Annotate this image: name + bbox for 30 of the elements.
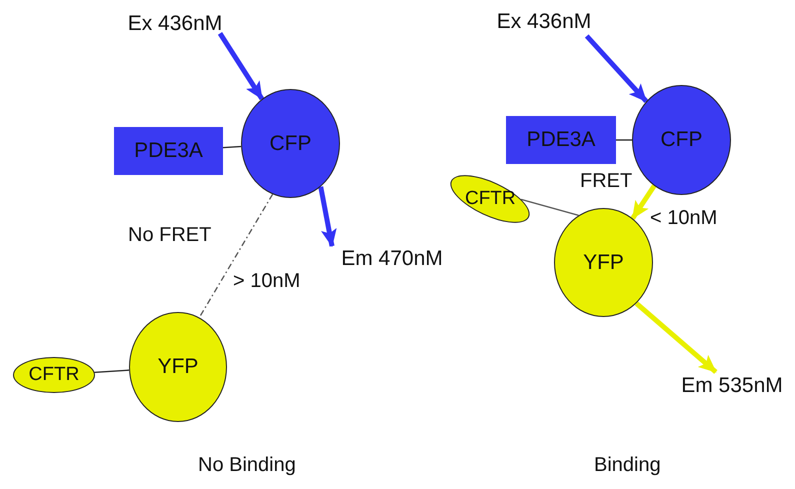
arrow — [630, 184, 656, 220]
connector-line — [94, 370, 130, 374]
annotation-text: No FRET — [128, 224, 212, 247]
arrow — [318, 186, 337, 248]
annotation-text: No Binding — [198, 454, 296, 477]
annotation-text: > 10nM — [233, 270, 300, 293]
protein-name: Ex 436nM — [496, 10, 592, 34]
protein-name: PDE3A — [526, 128, 596, 152]
connector-line — [616, 139, 632, 141]
protein-name: Em 470nM — [341, 247, 443, 271]
protein-name: YFP — [583, 250, 624, 274]
annotation-text: FRET — [580, 170, 632, 193]
connector-line — [520, 198, 579, 216]
protein-name: YFP — [158, 355, 198, 379]
protein-name: CFP — [660, 128, 702, 152]
connector-line — [222, 146, 242, 148]
protein-name: Em 535nM — [681, 374, 783, 398]
protein-name: PDE3A — [134, 139, 203, 163]
arrow — [634, 301, 718, 374]
protein-name: CFTR — [464, 188, 516, 210]
protein-box — [506, 116, 616, 164]
protein-name: CFP — [270, 132, 312, 156]
arrow — [584, 34, 648, 104]
arrow — [218, 32, 264, 100]
connector-line — [198, 194, 274, 318]
protein-name: CFTR — [28, 364, 80, 386]
annotation-text: Binding — [594, 454, 661, 477]
protein-box — [114, 127, 223, 175]
protein-name: Ex 436nM — [128, 12, 222, 36]
annotation-text: < 10nM — [650, 207, 718, 230]
